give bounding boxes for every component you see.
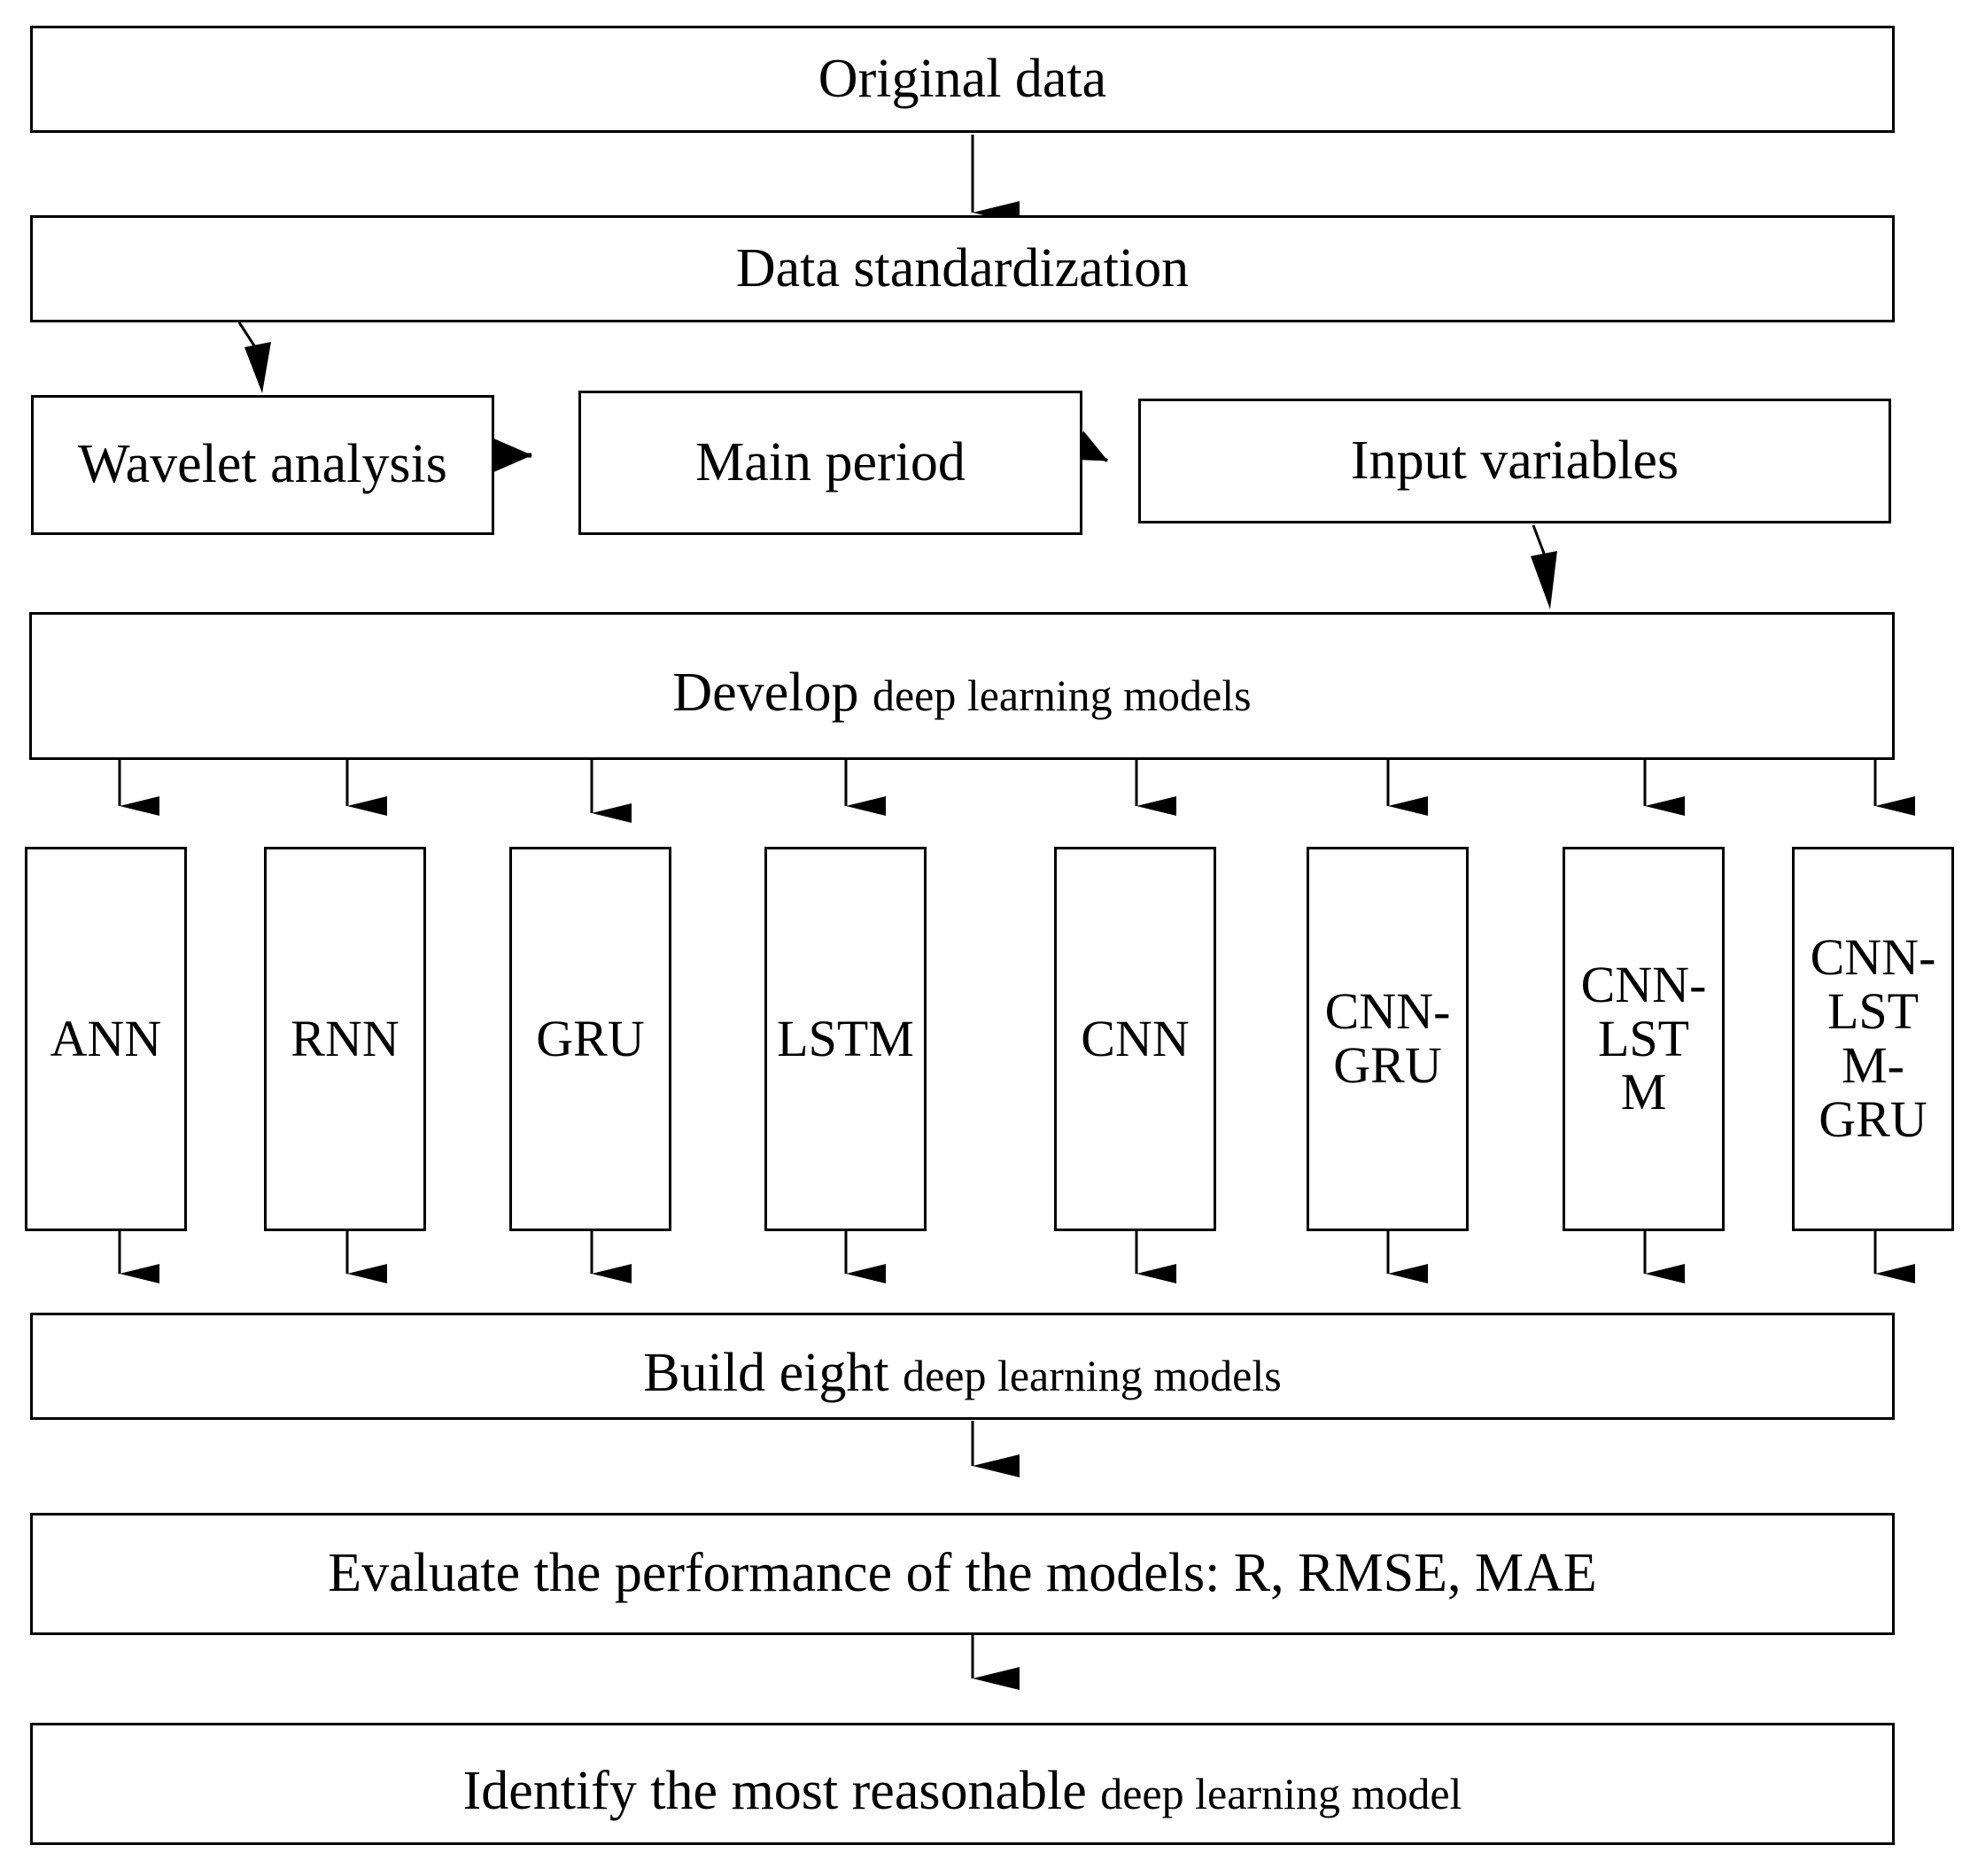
- node-model-gru[interactable]: GRU: [509, 847, 671, 1231]
- node-model-cnn-label: CNN: [1081, 1009, 1190, 1067]
- node-model-cnn-lstm-label: CNN- LST M: [1580, 955, 1707, 1121]
- node-main-period[interactable]: Main period: [578, 391, 1082, 535]
- node-model-gru-label: GRU: [536, 1009, 645, 1067]
- node-evaluate-models[interactable]: Evaluate the performance of the models: …: [30, 1513, 1895, 1635]
- node-model-ann-label: ANN: [50, 1009, 162, 1067]
- node-original-data[interactable]: Original data: [30, 26, 1895, 133]
- node-model-cnn-lstm-gru-label: CNN- LST M- GRU: [1810, 928, 1936, 1148]
- node-model-cnn[interactable]: CNN: [1054, 847, 1216, 1231]
- node-develop-models-label-part2: deep learning models: [872, 671, 1252, 721]
- node-build-models-label-part1: Build eight: [643, 1343, 904, 1404]
- node-model-cnn-lstm-gru[interactable]: CNN- LST M- GRU: [1792, 847, 1954, 1231]
- node-build-models-label: Build eight deep learning models: [33, 1330, 1892, 1403]
- node-model-ann[interactable]: ANN: [25, 847, 187, 1231]
- node-model-cnn-gru-label: CNN- GRU: [1324, 982, 1451, 1094]
- node-build-models[interactable]: Build eight deep learning models: [30, 1313, 1895, 1420]
- node-data-standardization-label: Data standardization: [735, 237, 1190, 298]
- node-model-rnn[interactable]: RNN: [264, 847, 426, 1231]
- node-build-models-label-part2: deep learning models: [903, 1351, 1282, 1401]
- node-wavelet-analysis[interactable]: Wavelet analysis: [31, 395, 494, 535]
- node-model-lstm-label: LSTM: [777, 1009, 914, 1067]
- node-evaluate-models-label: Evaluate the performance of the models: …: [328, 1543, 1597, 1604]
- node-identify-model-label: Identify the most reasonable deep learni…: [33, 1748, 1892, 1820]
- node-identify-model-label-part2: deep learning model: [1100, 1768, 1462, 1818]
- node-model-cnn-gru[interactable]: CNN- GRU: [1307, 847, 1469, 1231]
- node-wavelet-analysis-label: Wavelet analysis: [78, 434, 447, 495]
- node-model-lstm[interactable]: LSTM: [764, 847, 927, 1231]
- node-input-variables-label: Input variables: [1350, 430, 1679, 491]
- node-develop-models[interactable]: Develop deep learning models: [29, 612, 1895, 760]
- node-model-cnn-lstm[interactable]: CNN- LST M: [1563, 847, 1725, 1231]
- node-identify-model-label-part1: Identify the most reasonable: [462, 1760, 1101, 1821]
- node-data-standardization[interactable]: Data standardization: [30, 215, 1895, 322]
- node-model-rnn-label: RNN: [291, 1009, 399, 1067]
- node-identify-model[interactable]: Identify the most reasonable deep learni…: [30, 1723, 1895, 1845]
- node-original-data-label: Original data: [818, 48, 1107, 109]
- node-input-variables[interactable]: Input variables: [1138, 399, 1891, 523]
- node-develop-models-label: Develop deep learning models: [32, 650, 1892, 723]
- node-develop-models-label-part1: Develop: [672, 663, 873, 724]
- node-main-period-label: Main period: [695, 431, 966, 492]
